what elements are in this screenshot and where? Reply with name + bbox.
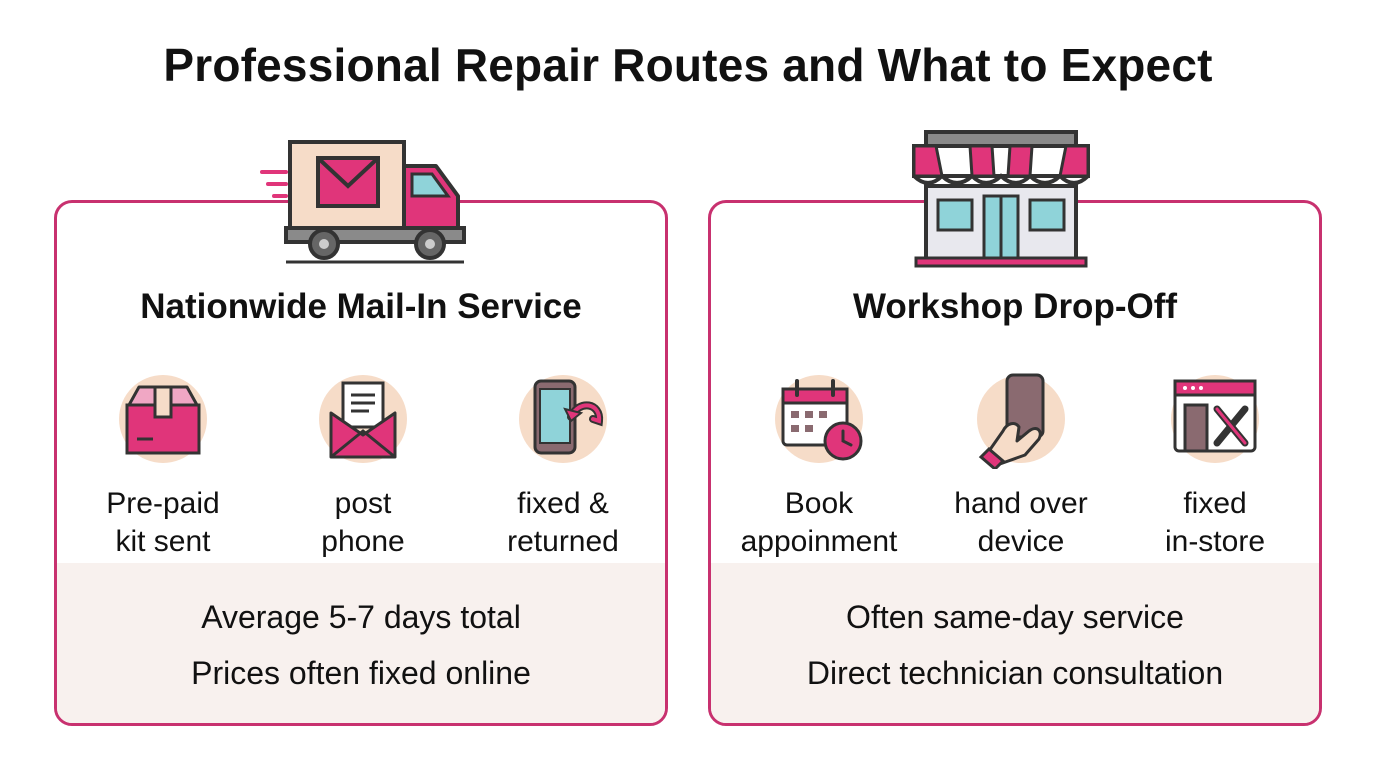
workshop-tools-icon (1173, 379, 1257, 453)
package-box-icon (125, 385, 201, 455)
mail-in-notes: Average 5-7 days total Prices often fixe… (57, 563, 665, 723)
phone-return-icon (533, 379, 604, 455)
mail-in-step-3: fixed &returned (463, 375, 663, 561)
mail-in-heading: Nationwide Mail-In Service (140, 287, 582, 326)
envelope-letter-icon (329, 381, 397, 459)
drop-off-heading: Workshop Drop-Off (852, 287, 1178, 326)
hand-phone-icon (978, 373, 1045, 469)
mail-in-note: Average 5-7 days total (201, 599, 521, 635)
page-title: Professional Repair Routes and What to E… (163, 39, 1213, 91)
mail-in-note: Prices often fixed online (191, 655, 531, 691)
drop-off-note: Often same-day service (846, 599, 1184, 635)
delivery-truck-icon (260, 140, 466, 264)
drop-off-note: Direct technician consultation (806, 655, 1224, 691)
drop-off-notes: Often same-day service Direct technician… (711, 563, 1319, 723)
calendar-clock-icon (781, 379, 863, 461)
storefront-icon (912, 130, 1090, 268)
